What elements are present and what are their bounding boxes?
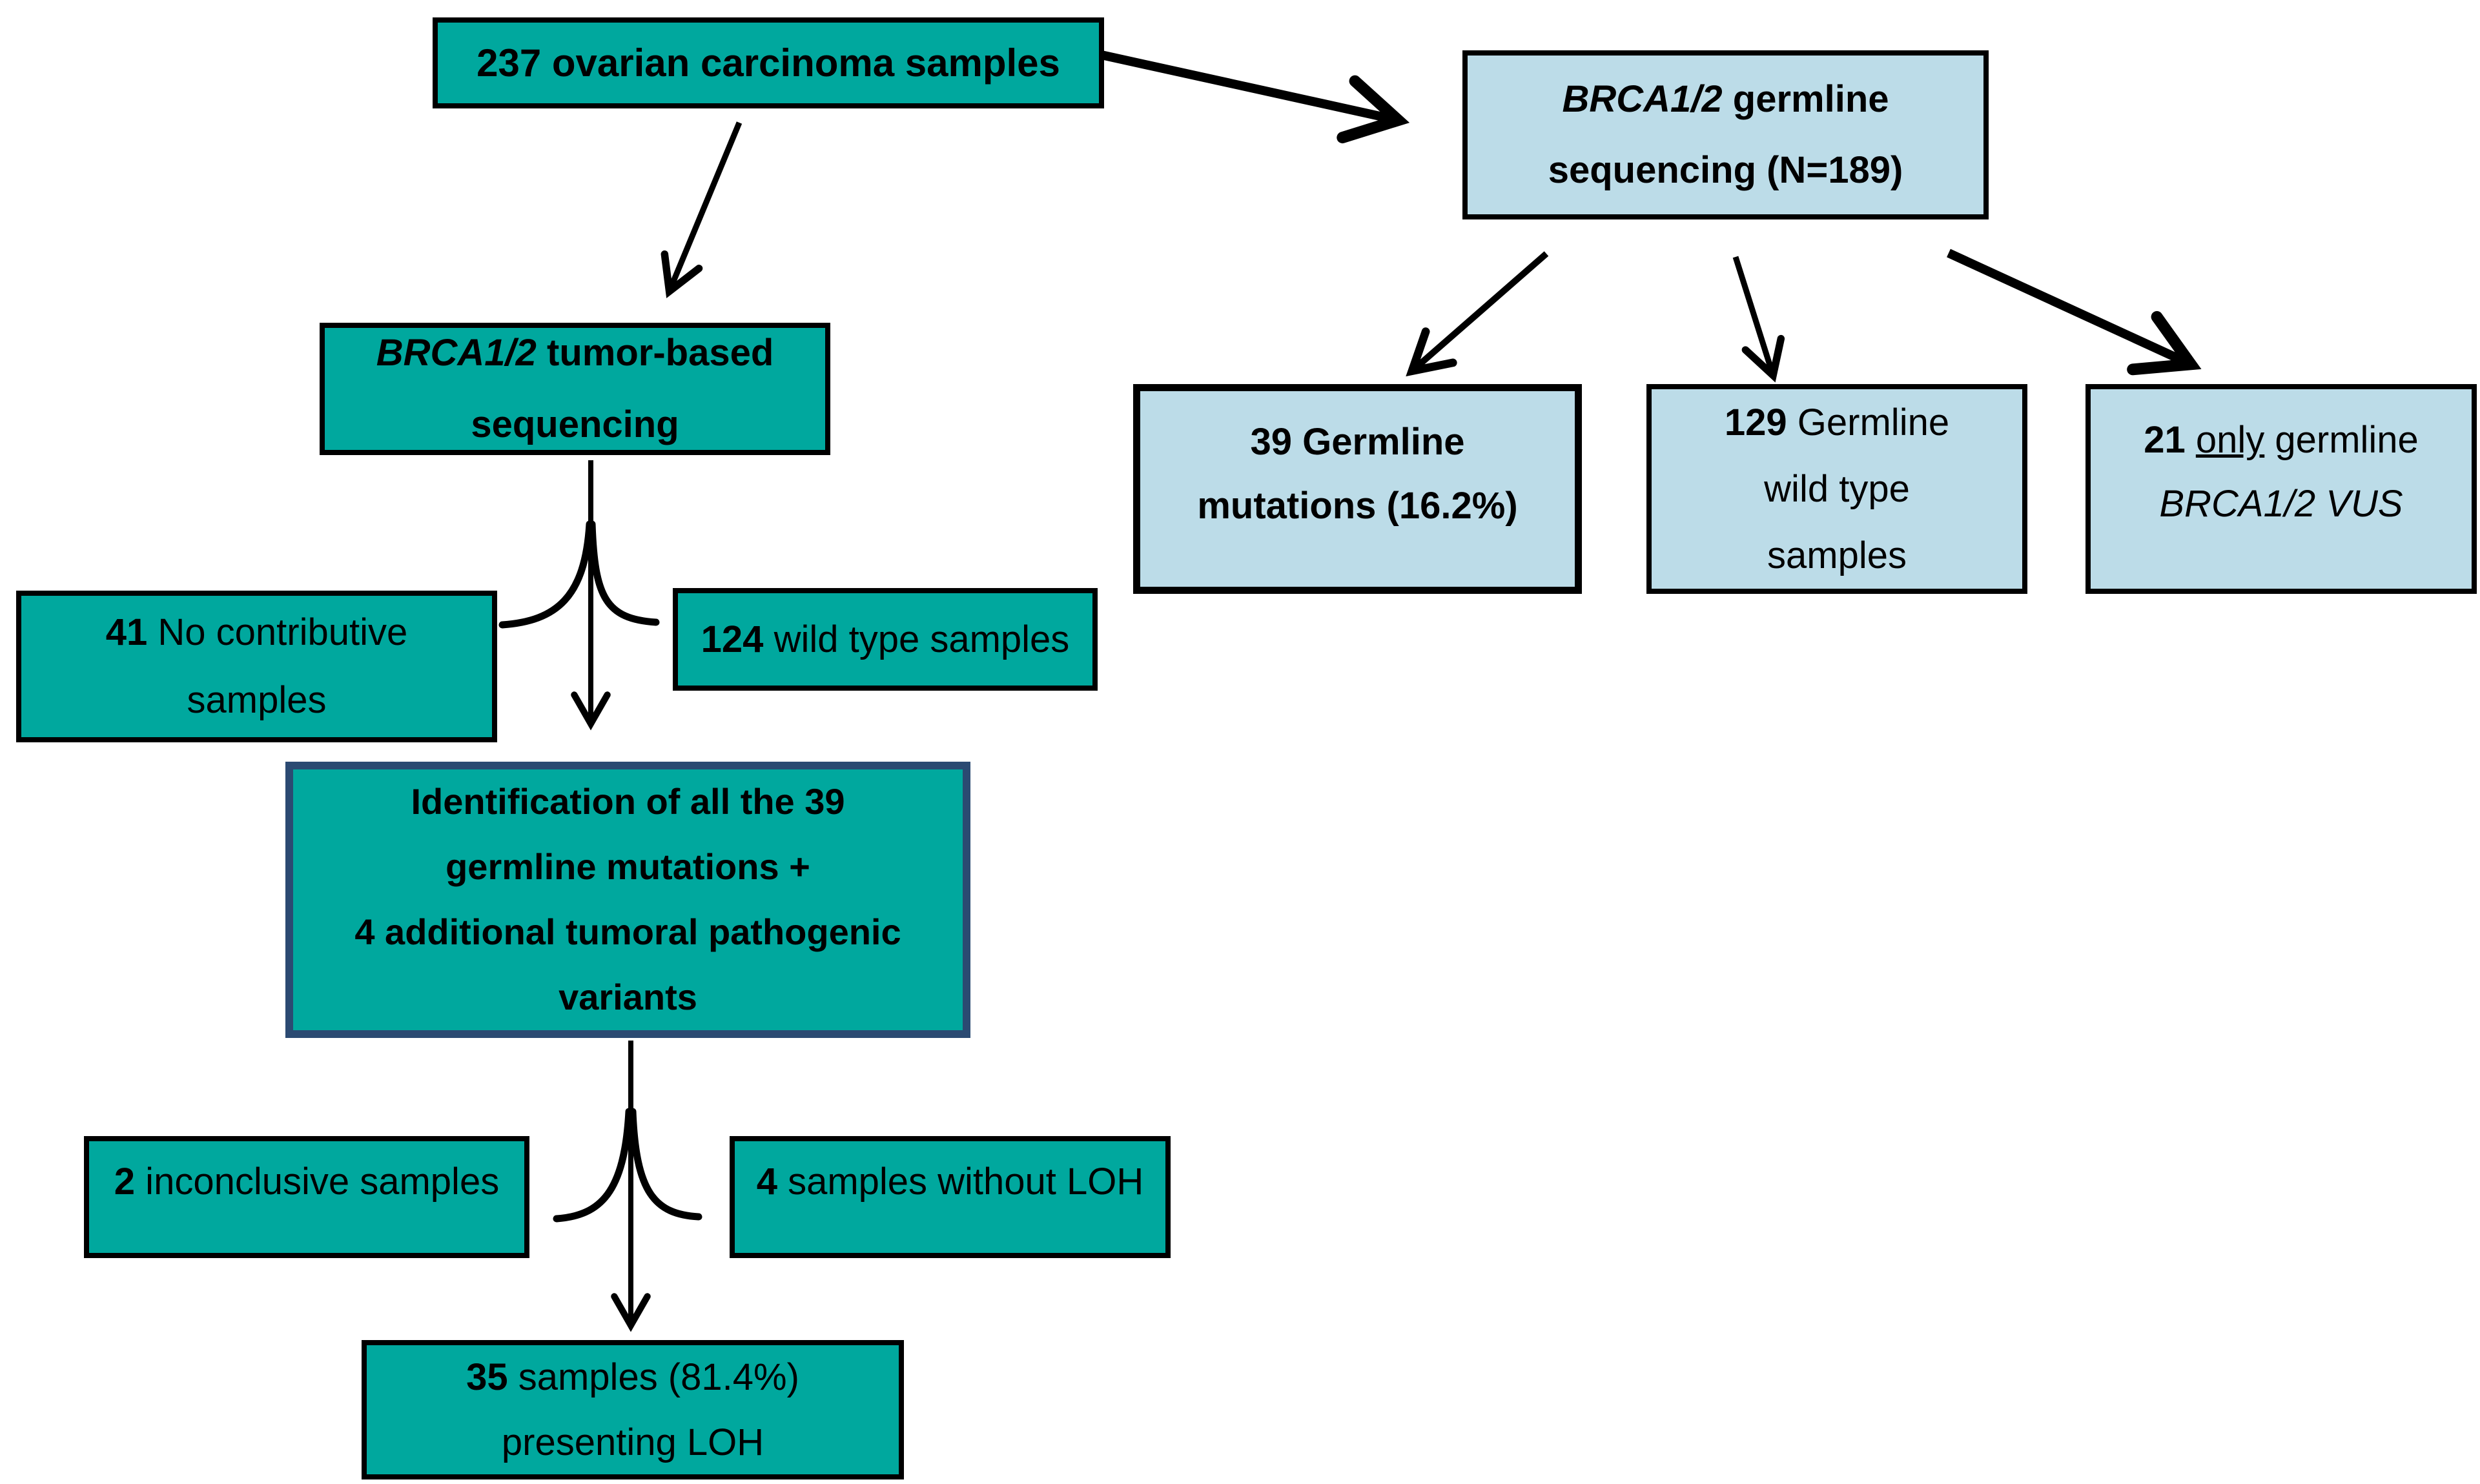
node-germline-mutations: 39 Germline mutations (16.2%) <box>1133 384 1582 594</box>
label-segment: Identification of all the 39 <box>411 781 845 822</box>
label-segment: sequencing <box>471 403 679 445</box>
label-segment: mutations (16.2%) <box>1197 484 1518 527</box>
label-segment: samples (81.4%) <box>507 1356 799 1398</box>
label-segment: 39 Germline <box>1250 421 1465 463</box>
label-segment: inconclusive samples <box>135 1161 500 1203</box>
label-segment: presenting LOH <box>501 1421 764 1463</box>
node-label: BRCA1/2 tumor-based sequencing <box>325 318 825 460</box>
arrow-germline-to-mutations <box>1406 251 1549 377</box>
label-segment: sequencing (N=189) <box>1548 149 1903 191</box>
label-segment: 124 <box>701 618 764 660</box>
arrow-total-to-germline <box>1091 48 1410 144</box>
label-segment <box>2186 419 2196 461</box>
node-identification: Identification of all the 39 germline mut… <box>285 762 970 1038</box>
funnel-arrow-2-right-wing <box>629 1108 702 1221</box>
funnel-arrow-1-right-wing <box>588 520 660 626</box>
node-total-samples: 237 ovarian carcinoma samples <box>433 17 1104 108</box>
label-segment: wild type <box>1764 467 1910 510</box>
label-segment: 21 <box>2144 419 2186 461</box>
node-label: 124 wild type samples <box>678 617 1092 662</box>
node-label: 35 samples (81.4%) presenting LOH <box>367 1345 899 1476</box>
label-segment: variants <box>559 976 697 1017</box>
label-segment: 41 <box>105 611 148 654</box>
arrow-germline-to-wildtype <box>1732 256 1785 383</box>
label-segment: samples <box>187 678 327 721</box>
label-segment: samples <box>1767 534 1907 577</box>
node-label: 129 Germline wild type samples <box>1652 389 2022 589</box>
node-presenting-loh: 35 samples (81.4%) presenting LOH <box>362 1340 904 1479</box>
arrow-total-to-tumor <box>661 121 743 299</box>
node-label: 41 No contributive samples <box>21 599 492 734</box>
node-label: 39 Germline mutations (16.2%) <box>1140 411 1575 538</box>
node-no-contributive-samples: 41 No contributive samples <box>16 591 497 742</box>
label-segment: BRCA1/2 <box>1562 77 1723 120</box>
node-germline-sequencing: BRCA1/2 germline sequencing (N=189) <box>1462 50 1989 219</box>
funnel-arrow-2-left-wing <box>553 1108 633 1223</box>
label-segment: 2 <box>114 1161 136 1203</box>
label-segment: 4 <box>756 1161 777 1203</box>
label-segment: germline mutations + <box>446 846 810 888</box>
label-segment: 237 ovarian carcinoma samples <box>477 41 1060 85</box>
label-segment: 35 <box>466 1356 508 1398</box>
label-segment: BRCA1/2 <box>376 332 537 374</box>
node-samples-without-loh: 4 samples without LOH <box>730 1136 1171 1258</box>
node-label: Identification of all the 39 germline mut… <box>293 769 963 1030</box>
label-segment: No contributive <box>147 611 408 654</box>
node-inconclusive-samples: 2 inconclusive samples <box>84 1136 529 1258</box>
node-label: 4 samples without LOH <box>735 1159 1165 1204</box>
label-segment: germline <box>2264 419 2419 461</box>
label-segment: 4 additional tumoral pathogenic <box>354 911 901 952</box>
label-segment: Germline <box>1787 401 1950 443</box>
node-label: 237 ovarian carcinoma samples <box>438 40 1099 86</box>
label-segment: BRCA1/2 VUS <box>2159 482 2403 525</box>
label-segment: wild type samples <box>763 618 1070 660</box>
node-label: BRCA1/2 germline sequencing (N=189) <box>1468 64 1983 206</box>
node-wild-type-samples: 124 wild type samples <box>673 588 1098 691</box>
node-tumor-based-sequencing: BRCA1/2 tumor-based sequencing <box>320 323 830 455</box>
label-segment: samples without LOH <box>777 1161 1144 1203</box>
label-segment: 129 <box>1724 401 1787 443</box>
node-label: 2 inconclusive samples <box>89 1159 524 1204</box>
label-segment: tumor-based <box>536 332 774 374</box>
funnel-arrow-1-left-wing <box>498 520 593 629</box>
label-segment: only <box>2195 419 2265 461</box>
node-germline-wild-type: 129 Germline wild type samples <box>1646 384 2027 594</box>
label-segment: germline <box>1722 77 1889 120</box>
arrow-germline-to-vus <box>1947 249 2202 376</box>
